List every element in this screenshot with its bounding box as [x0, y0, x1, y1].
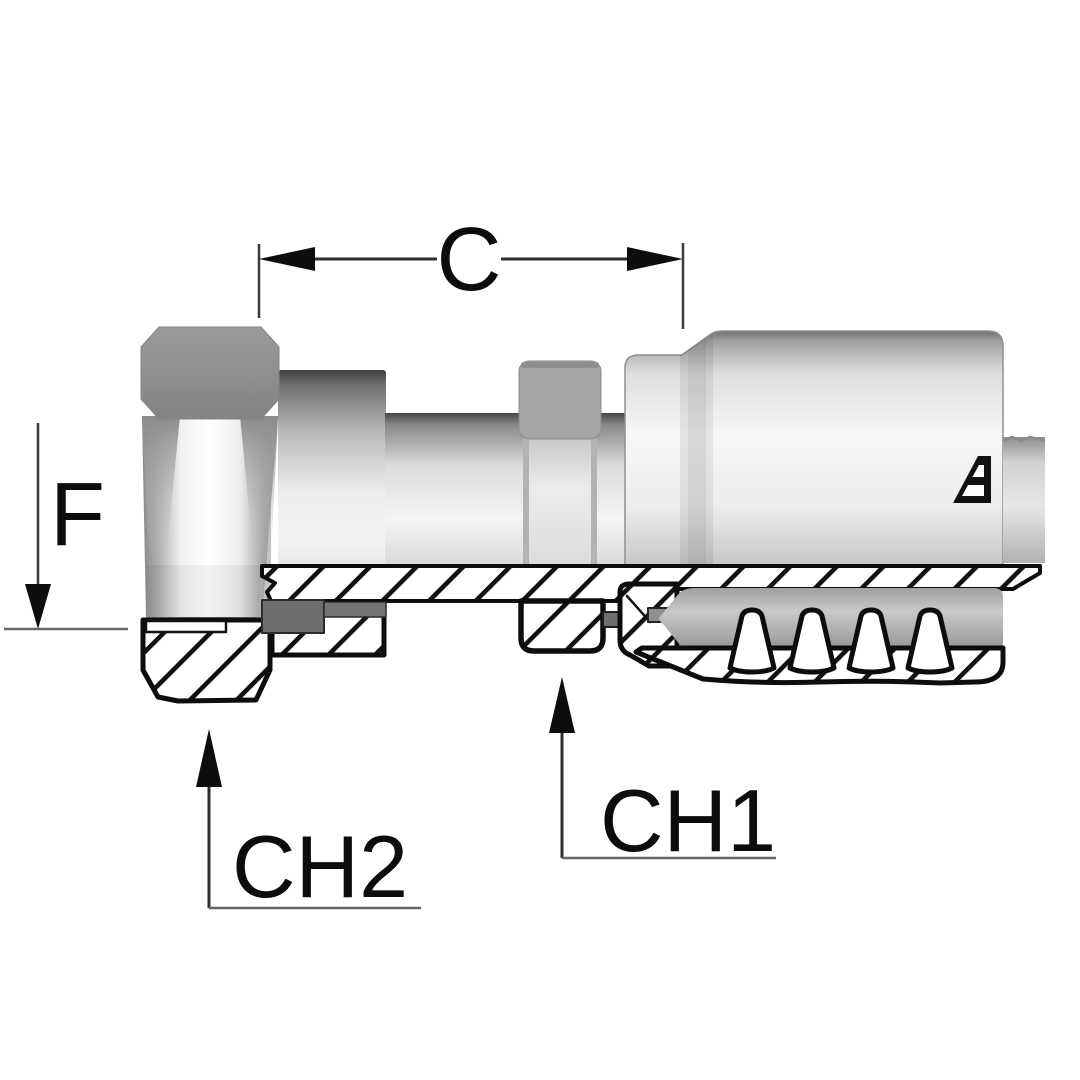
dim-label-c: C — [437, 210, 502, 310]
hex-ch1 — [518, 360, 602, 565]
arrow-up-icon — [549, 677, 575, 733]
swivel-hex-nut — [140, 326, 280, 619]
dim-label-ch2: CH2 — [232, 817, 408, 916]
ferrule-teeth — [727, 607, 955, 675]
dimension-f: F — [4, 423, 128, 631]
fitting-body-shaded — [140, 326, 1046, 619]
dimension-ch2: CH2 — [196, 729, 421, 916]
crimp-shell — [624, 330, 1004, 567]
dim-label-ch1: CH1 — [600, 771, 776, 870]
shell-end-stub — [1002, 435, 1046, 563]
washer-collar — [278, 370, 386, 618]
arrow-up-icon — [196, 729, 222, 787]
manufacturer-logo — [953, 456, 991, 503]
nut-face-strip — [144, 619, 228, 634]
dimension-ch1: CH1 — [549, 677, 776, 870]
arrow-right-icon — [627, 247, 683, 271]
arrow-down-icon — [25, 584, 51, 629]
dimension-c: C — [257, 210, 685, 329]
hex-ch1-section — [518, 598, 606, 654]
fitting-section-hatched — [140, 564, 1042, 704]
nut-chamfer-cap — [140, 326, 280, 420]
dim-label-f: F — [50, 465, 105, 565]
arrow-left-icon — [259, 247, 315, 271]
